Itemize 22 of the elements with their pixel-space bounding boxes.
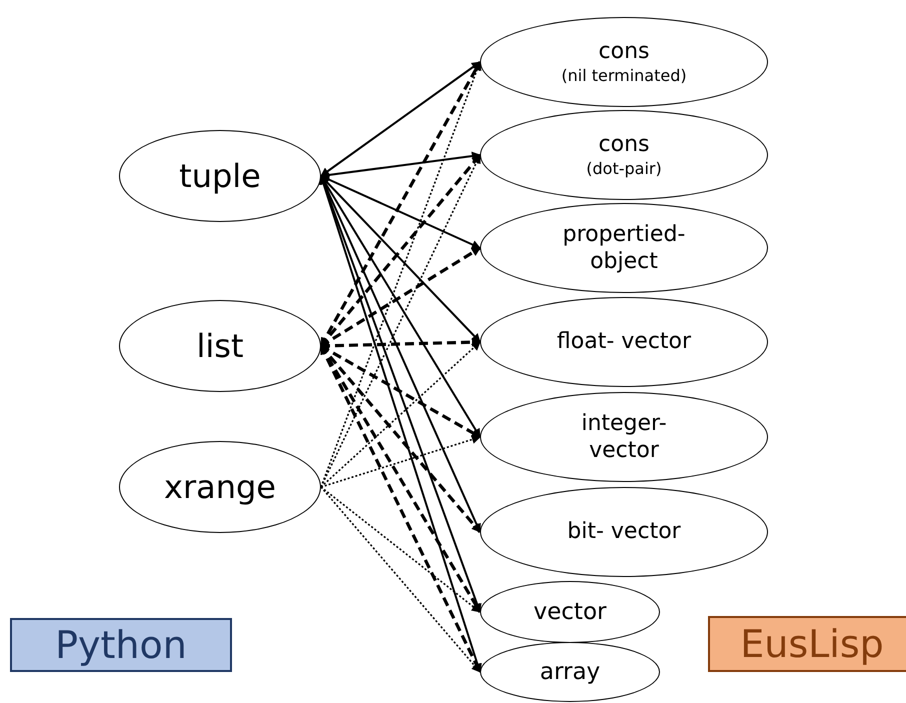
type-name: cons (598, 131, 650, 159)
type-name: vector (534, 598, 606, 626)
type-name: integer- vector (580, 410, 668, 464)
language-label: Python (55, 626, 187, 664)
type-name: float- vector (556, 328, 692, 356)
type-name: propertied- object (562, 220, 686, 276)
type-name: bit- vector (567, 518, 681, 546)
type-name: array (540, 658, 600, 686)
type-note: (dot-pair) (586, 158, 662, 179)
note-box (10, 618, 232, 672)
arrow (320, 486, 481, 673)
type-note: (nil terminated) (561, 66, 687, 86)
language-label: EusLisp (740, 625, 884, 663)
note-box (708, 616, 906, 672)
arrow (320, 486, 481, 613)
type-name: xrange (164, 471, 276, 503)
arrow (320, 435, 481, 488)
type-name: list (196, 330, 244, 362)
type-name: cons (598, 38, 650, 66)
type-name: tuple (179, 160, 261, 192)
arrow (320, 341, 481, 488)
arrow (320, 61, 481, 177)
